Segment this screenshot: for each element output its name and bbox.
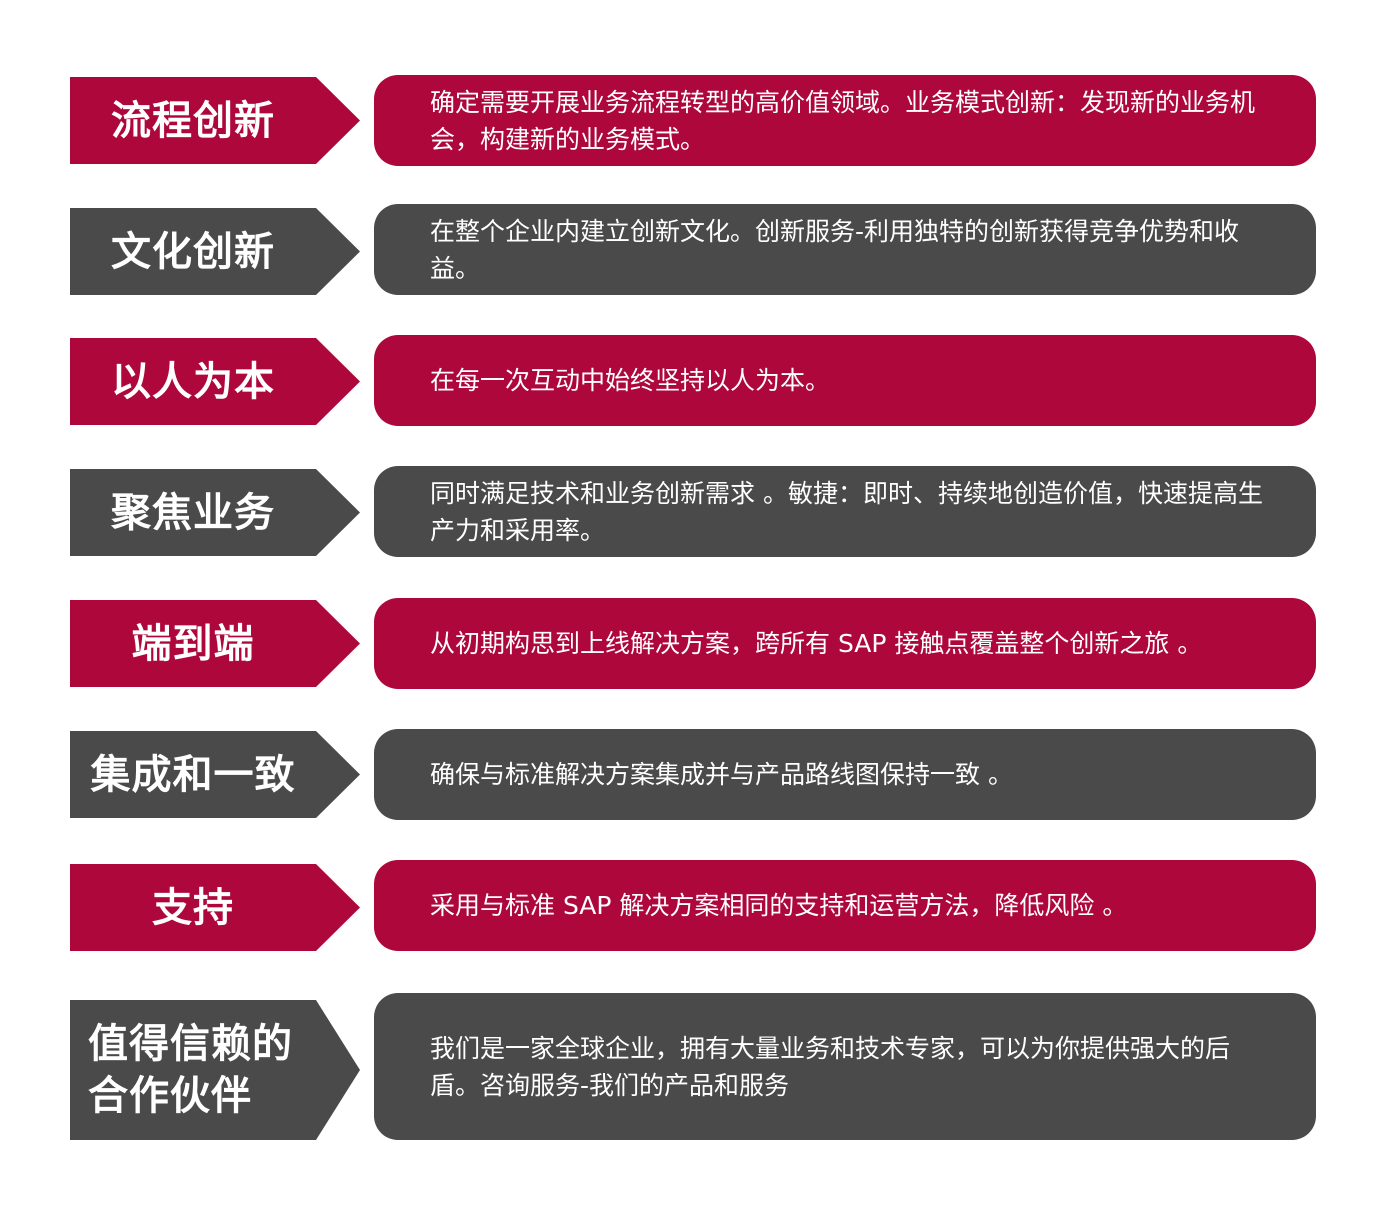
tag-label: 支持 <box>152 884 234 931</box>
description-box: 从初期构思到上线解决方案，跨所有 SAP 接触点覆盖整个创新之旅 。 <box>374 598 1316 689</box>
tag-arrow: 集成和一致 <box>70 731 360 818</box>
tag-arrow: 聚焦业务 <box>70 469 360 556</box>
description-box: 同时满足技术和业务创新需求 。敏捷：即时、持续地创造价值，快速提高生产力和采用率… <box>374 466 1316 557</box>
tag-arrow: 端到端 <box>70 600 360 687</box>
description-text: 在每一次互动中始终坚持以人为本。 <box>430 366 831 395</box>
tag-arrow: 支持 <box>70 864 360 951</box>
description-box: 采用与标准 SAP 解决方案相同的支持和运营方法，降低风险 。 <box>374 860 1316 951</box>
description-text: 确保与标准解决方案集成并与产品路线图保持一致 。 <box>430 760 1013 789</box>
description-text: 采用与标准 SAP 解决方案相同的支持和运营方法，降低风险 。 <box>430 891 1128 920</box>
tag-arrow: 以人为本 <box>70 338 360 425</box>
tag-label: 值得信赖的合作伙伴 <box>88 1021 293 1119</box>
tag-label: 端到端 <box>131 620 255 667</box>
description-box: 我们是一家全球企业，拥有大量业务和技术专家，可以为你提供强大的后盾。咨询服务-我… <box>374 993 1316 1140</box>
description-text: 确定需要开展业务流程转型的高价值领域。业务模式创新：发现新的业务机会，构建新的业… <box>430 87 1256 154</box>
description-box: 在整个企业内建立创新文化。创新服务-利用独特的创新获得竞争优势和收益。 <box>374 204 1316 295</box>
tag-label: 流程创新 <box>111 97 275 144</box>
description-text: 同时满足技术和业务创新需求 。敏捷：即时、持续地创造价值，快速提高生产力和采用率… <box>430 478 1263 545</box>
tag-label: 以人为本 <box>111 358 275 405</box>
description-text: 我们是一家全球企业，拥有大量业务和技术专家，可以为你提供强大的后盾。咨询服务-我… <box>430 1033 1231 1100</box>
description-box: 确保与标准解决方案集成并与产品路线图保持一致 。 <box>374 729 1316 820</box>
tag-label: 集成和一致 <box>90 751 296 798</box>
tag-arrow: 文化创新 <box>70 208 360 295</box>
tag-label: 聚焦业务 <box>111 489 275 536</box>
description-box: 确定需要开展业务流程转型的高价值领域。业务模式创新：发现新的业务机会，构建新的业… <box>374 75 1316 166</box>
description-text: 在整个企业内建立创新文化。创新服务-利用独特的创新获得竞争优势和收益。 <box>430 216 1240 283</box>
description-text: 从初期构思到上线解决方案，跨所有 SAP 接触点覆盖整个创新之旅 。 <box>430 629 1203 658</box>
tag-label: 文化创新 <box>111 228 275 275</box>
tag-arrow: 值得信赖的合作伙伴 <box>70 1000 360 1140</box>
tag-arrow: 流程创新 <box>70 77 360 164</box>
description-box: 在每一次互动中始终坚持以人为本。 <box>374 335 1316 426</box>
